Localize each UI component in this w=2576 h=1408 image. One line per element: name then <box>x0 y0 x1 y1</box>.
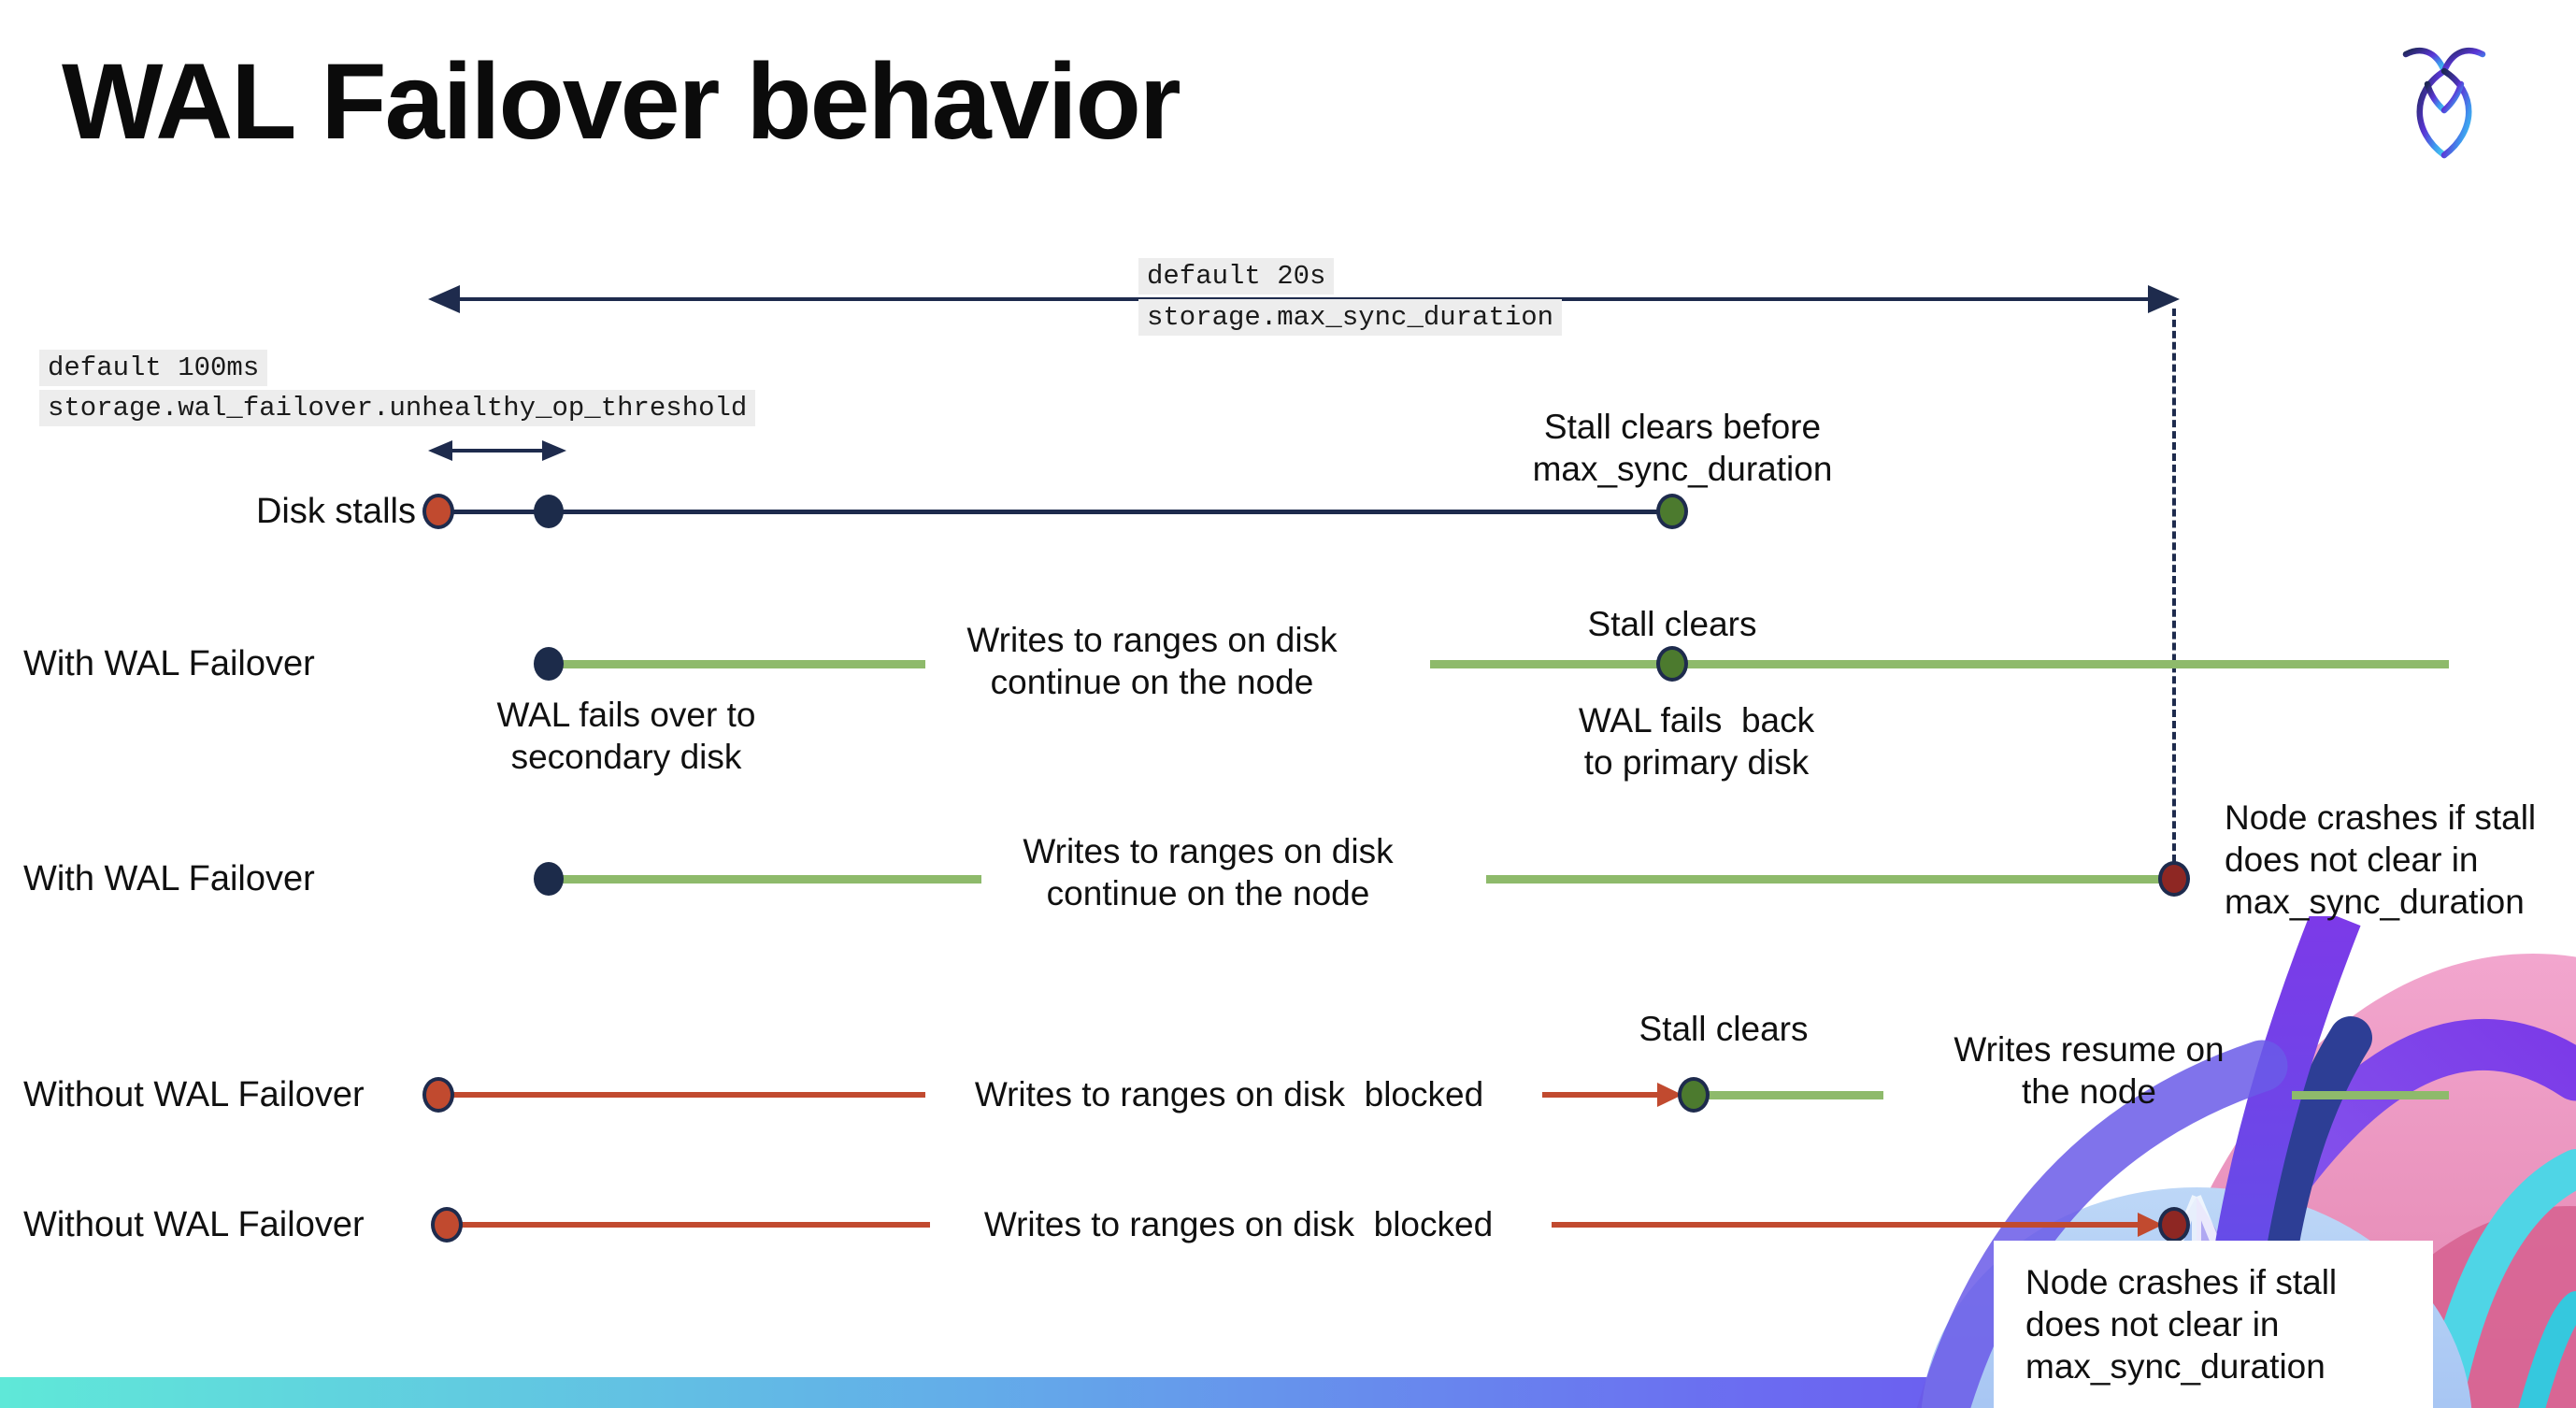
annotation-stall-clears-1: Stall clears <box>1587 605 1757 643</box>
writes-blocked-line-3 <box>447 1222 930 1228</box>
failover-dot <box>534 647 564 681</box>
writes-blocked-line-4 <box>1552 1222 2145 1228</box>
writes-blocked-line-2 <box>1542 1092 1666 1098</box>
annotation-node-crashes-2: Node crashes if stall does not clear in … <box>2025 1263 2338 1386</box>
annotation-stall-clears-2: Stall clears <box>1639 1010 1809 1048</box>
max-sync-setting-label: storage.max_sync_duration <box>1138 299 1563 336</box>
arrowhead-right-small-icon <box>542 440 566 461</box>
annotation-failback: WAL fails back to primary disk <box>1578 701 1815 782</box>
disk-stall-timeline-line <box>438 510 1672 514</box>
row-label-with-wal-failover-1: With WAL Failover <box>23 644 315 683</box>
node-crash-dot-1 <box>2158 861 2190 897</box>
stall-start-dot-3 <box>431 1207 463 1243</box>
stall-clears-dot <box>1656 494 1688 529</box>
unhealthy-op-default-label: default 100ms <box>39 350 268 386</box>
writes-continue-line-1 <box>549 660 925 668</box>
writes-continue-line-4 <box>1486 875 2174 884</box>
max-sync-default-label: default 20s <box>1138 258 1335 295</box>
annotation-failover: WAL fails over to secondary disk <box>496 696 756 776</box>
stall-start-dot-2 <box>422 1077 454 1113</box>
cockroachdb-logo <box>2402 48 2486 159</box>
annotation-writes-continue-1: Writes to ranges on disk continue on the… <box>966 621 1338 701</box>
row-label-without-wal-failover-2: Without WAL Failover <box>23 1205 365 1244</box>
stall-start-dot <box>422 494 454 529</box>
writes-continue-line-3 <box>549 875 981 884</box>
annotation-node-crashes-1: Node crashes if stall does not clear in … <box>2225 798 2537 921</box>
row-label-with-wal-failover-2: With WAL Failover <box>23 859 315 898</box>
crash-callout-box: Node crashes if stall does not clear in … <box>1994 1241 2433 1408</box>
writes-resume-line-1 <box>1709 1091 1883 1099</box>
stall-clears-dot-2 <box>1678 1077 1710 1113</box>
writes-continue-line-2 <box>1430 660 2449 668</box>
threshold-dot <box>534 495 564 528</box>
node-crash-dot-2 <box>2158 1207 2190 1243</box>
annotation-writes-blocked-2: Writes to ranges on disk blocked <box>983 1205 1494 1243</box>
annotation-writes-resume: Writes resume on the node <box>1953 1030 2225 1111</box>
annotation-stall-clears-before: Stall clears before max_sync_duration <box>1532 408 1833 488</box>
unhealthy-op-span-line <box>451 449 544 453</box>
unhealthy-op-setting-label: storage.wal_failover.unhealthy_op_thresh… <box>39 390 756 426</box>
arrowhead-left-small-icon <box>428 440 452 461</box>
writes-resume-line-2 <box>2292 1091 2449 1099</box>
max-sync-duration-boundary-dashed-line <box>2172 309 2176 862</box>
failover-dot-2 <box>534 862 564 896</box>
arrowhead-left-icon <box>428 285 460 313</box>
row-label-without-wal-failover-1: Without WAL Failover <box>23 1075 365 1114</box>
failback-dot <box>1656 646 1688 682</box>
writes-blocked-line-1 <box>438 1092 925 1098</box>
row-label-disk-stalls: Disk stalls <box>255 492 416 531</box>
page-title: WAL Failover behavior <box>62 42 1181 162</box>
annotation-writes-blocked-1: Writes to ranges on disk blocked <box>974 1075 1484 1113</box>
annotation-writes-continue-2: Writes to ranges on disk continue on the… <box>1023 832 1394 912</box>
